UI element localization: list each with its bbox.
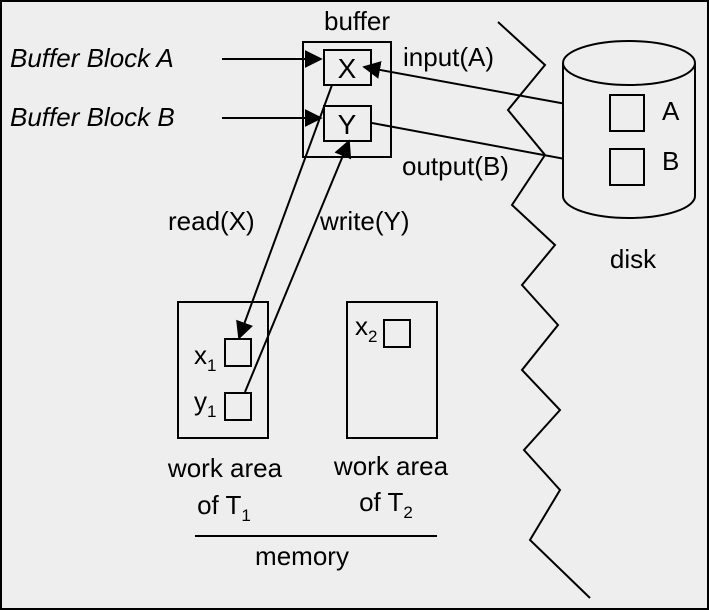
disk-block-a	[609, 94, 645, 132]
work-area-t1-line2: of T1	[197, 490, 251, 525]
output-label: output(B)	[402, 151, 509, 181]
t1-x-sub: 1	[207, 356, 216, 375]
t1-y-var: y1	[194, 386, 216, 421]
memory-disk-boundary	[497, 21, 591, 599]
write-arrow	[244, 139, 352, 393]
work-area-t2-line1: work area	[333, 451, 449, 481]
memory-label: memory	[255, 541, 349, 571]
t1-y-cell	[224, 392, 252, 421]
work-area-t2-line2: of T2	[359, 487, 413, 522]
read-label: read(X)	[168, 206, 255, 236]
block-y-label: Y	[338, 109, 357, 140]
t2-x-var: x2	[355, 311, 377, 346]
t2-x-cell	[383, 319, 411, 348]
input-label: input(A)	[403, 42, 494, 72]
work-area-t2-box	[346, 301, 438, 439]
work-area-t1-line1: work area	[167, 453, 283, 483]
disk-block-b-label: B	[662, 146, 679, 176]
buffer-block-a-label: Buffer Block A	[10, 43, 174, 73]
t1-x-var: x1	[194, 340, 216, 375]
buffer-block-b-label: Buffer Block B	[10, 102, 175, 132]
work-area-t1-box	[177, 301, 269, 439]
disk-block-a-label: A	[662, 96, 680, 126]
disk-block-b	[609, 148, 645, 186]
buffer-label: buffer	[324, 6, 390, 36]
t1-y-sub: 1	[207, 402, 216, 421]
read-arrow	[236, 84, 333, 340]
disk-cylinder	[562, 63, 696, 219]
t1-x-cell	[224, 338, 252, 367]
disk-label: disk	[610, 244, 657, 274]
disk-top	[562, 40, 696, 86]
write-label: write(Y)	[319, 206, 410, 236]
t2-sub: 2	[403, 503, 412, 522]
block-x-label: X	[338, 53, 357, 84]
t1-sub: 1	[241, 506, 250, 525]
t2-x-sub: 2	[368, 327, 377, 346]
